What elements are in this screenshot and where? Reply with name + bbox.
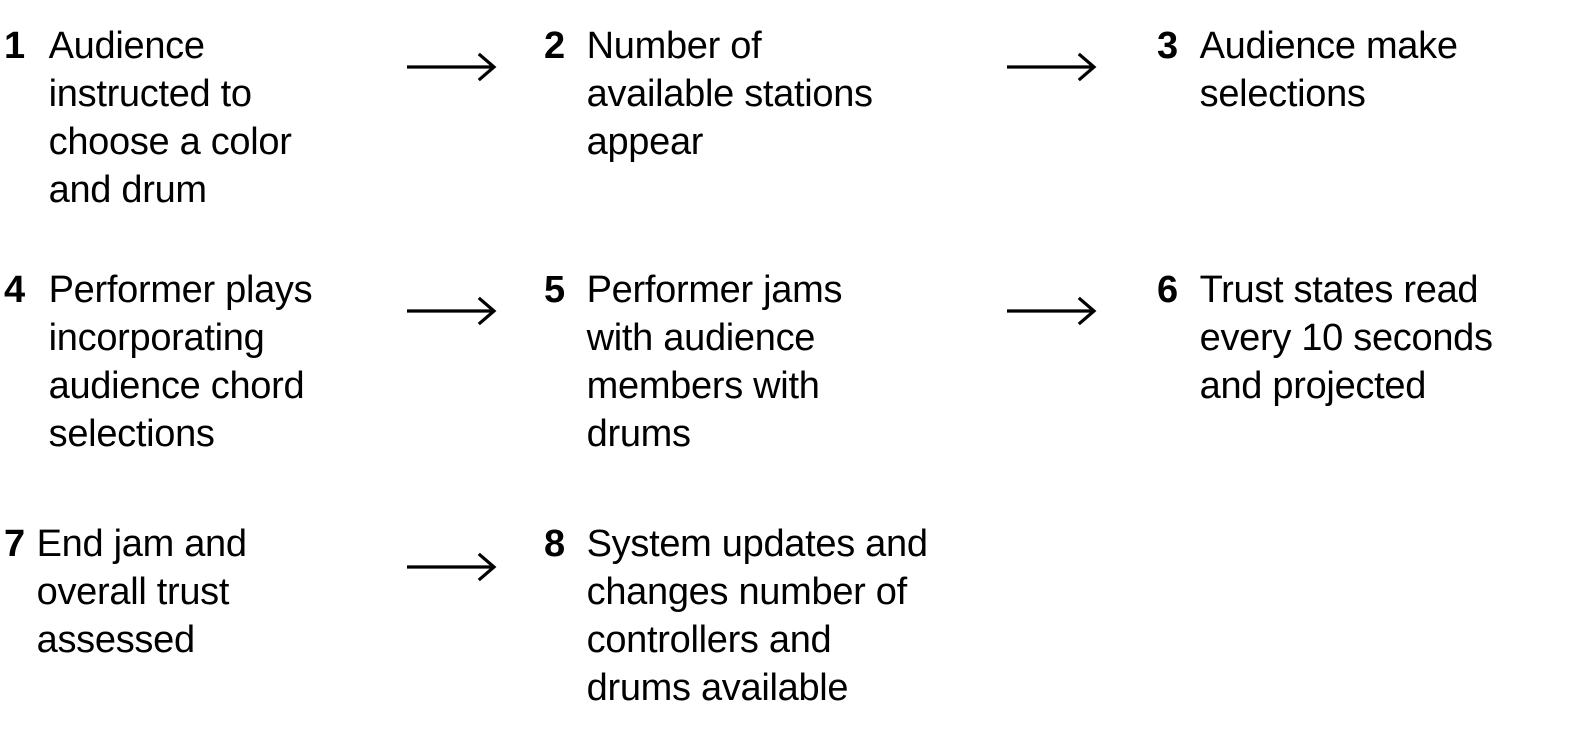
arrow-step-2-to-step-3 bbox=[1006, 50, 1098, 84]
arrow-step-5-to-step-6 bbox=[1006, 294, 1098, 328]
step-2-label: Number of available stations appear bbox=[586, 25, 873, 163]
step-8-label: System updates and changes number of con… bbox=[586, 523, 928, 709]
step-1-number: 1 bbox=[4, 25, 25, 67]
step-5: 5 Performer jams with audience members w… bbox=[544, 266, 842, 458]
step-4-number: 4 bbox=[4, 269, 25, 311]
step-3-number: 3 bbox=[1157, 25, 1178, 67]
step-5-number: 5 bbox=[544, 269, 565, 311]
step-8: 8 System updates and changes number of c… bbox=[544, 520, 928, 712]
step-3-label: Audience make selections bbox=[1199, 25, 1458, 115]
step-6-label: Trust states read every 10 seconds and p… bbox=[1199, 269, 1493, 407]
step-7-label: End jam and overall trust assessed bbox=[36, 523, 247, 661]
step-1-label: Audience instructed to choose a color an… bbox=[48, 25, 292, 211]
arrow-step-1-to-step-2 bbox=[406, 50, 498, 84]
step-7: 7 End jam and overall trust assessed bbox=[4, 520, 247, 664]
step-6: 6 Trust states read every 10 seconds and… bbox=[1157, 266, 1493, 410]
step-1: 1 Audience instructed to choose a color … bbox=[4, 22, 292, 214]
step-7-number: 7 bbox=[4, 523, 25, 565]
step-3: 3 Audience make selections bbox=[1157, 22, 1458, 118]
step-4-label: Performer plays incorporating audience c… bbox=[48, 269, 313, 455]
step-6-number: 6 bbox=[1157, 269, 1178, 311]
step-4: 4 Performer plays incorporating audience… bbox=[4, 266, 313, 458]
step-2-number: 2 bbox=[544, 25, 565, 67]
arrow-step-7-to-step-8 bbox=[406, 550, 498, 584]
step-2: 2 Number of available stations appear bbox=[544, 22, 873, 166]
arrow-step-4-to-step-5 bbox=[406, 294, 498, 328]
step-5-label: Performer jams with audience members wit… bbox=[586, 269, 843, 455]
step-8-number: 8 bbox=[544, 523, 565, 565]
